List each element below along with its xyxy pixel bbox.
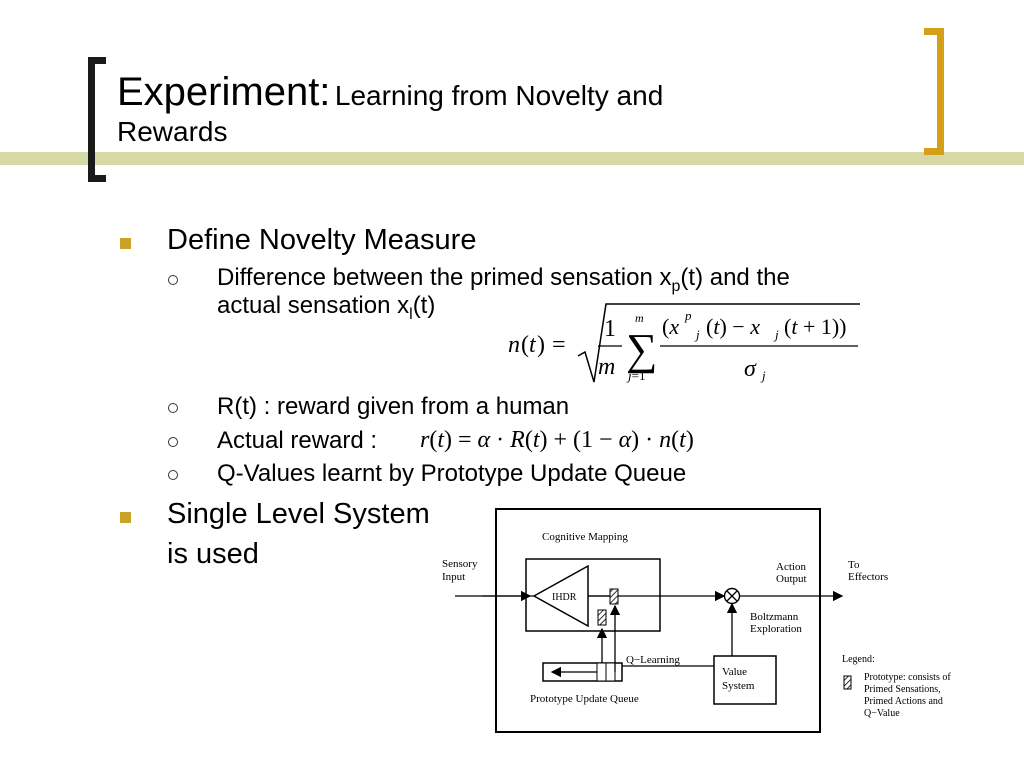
label-sensory-1: Sensory (442, 558, 478, 570)
svg-text:j: j (760, 368, 766, 383)
sub-text: (t) and the (680, 264, 790, 291)
svg-text:t: t (529, 332, 537, 358)
title-sub-line2: Rewards (117, 116, 228, 147)
legend-title: Legend: (842, 654, 875, 665)
sub-bullet-qvalues: Q-Values learnt by Prototype Update Queu… (217, 460, 687, 487)
bullet-circle-icon (168, 403, 178, 413)
label-q-learning: Q−Learning (626, 654, 680, 666)
label-action-1: Action (776, 561, 806, 573)
svg-text:): ) (537, 332, 545, 358)
legend-line-4: Q−Value (864, 708, 900, 719)
bullet-square-icon (120, 238, 131, 249)
slide-title: Experiment: Learning from Novelty and Re… (117, 72, 897, 146)
label-cognitive-mapping: Cognitive Mapping (542, 531, 628, 543)
svg-text:p: p (684, 308, 692, 323)
sub-text: Difference between the primed sensation … (217, 264, 672, 291)
svg-text:m: m (635, 311, 644, 325)
svg-text:m: m (598, 354, 615, 380)
subscript-p: p (671, 277, 681, 295)
legend-line-1: Prototype: consists of (864, 672, 951, 683)
reward-formula: r(t) = α · R(t) + (1 − α) · n(t) (420, 427, 694, 453)
label-value: Value (722, 666, 747, 678)
title-main: Experiment: (117, 70, 331, 114)
label-prototype-update-queue: Prototype Update Queue (530, 693, 639, 705)
novelty-formula: n ( t ) = 1 m ∑ m j=1 (x p j (t) − x j (… (508, 303, 860, 383)
svg-text:(t + 1)): (t + 1)) (784, 314, 847, 339)
right-bracket (924, 28, 944, 155)
sub-bullet-difference: Difference between the primed sensation … (217, 264, 790, 296)
svg-text:(t) − x: (t) − x (706, 314, 760, 339)
legend-prototype-icon (843, 675, 852, 690)
label-effectors-1: To (848, 559, 860, 571)
bullet-circle-icon (168, 470, 178, 480)
bullet-novelty: Define Novelty Measure (167, 224, 477, 256)
legend-line-3: Primed Actions and (864, 696, 943, 707)
svg-text:(: ( (521, 332, 529, 358)
svg-text:n: n (508, 332, 520, 358)
sub-text: actual sensation x (217, 292, 410, 319)
label-sensory-2: Input (442, 571, 465, 583)
sub-text: (t) (412, 292, 436, 319)
label-boltzmann-1: Boltzmann (750, 611, 799, 623)
svg-text:(x: (x (662, 314, 679, 339)
bullet-single-level-line1: Single Level System (167, 498, 430, 530)
value-system-box (713, 655, 777, 705)
bullet-square-icon (120, 512, 131, 523)
prototype-marker-icon (597, 609, 607, 626)
label-effectors-2: Effectors (848, 571, 888, 583)
subscript-l: l (409, 305, 413, 323)
svg-text:∑: ∑ (626, 325, 657, 374)
legend-line-2: Primed Sensations, (864, 684, 941, 695)
prototype-marker-icon (609, 588, 619, 605)
label-boltzmann-2: Exploration (750, 623, 802, 635)
svg-text:1: 1 (604, 316, 616, 342)
svg-text:σ: σ (744, 356, 757, 382)
svg-text:j: j (773, 327, 779, 342)
sub-bullet-actual-reward: Actual reward : (217, 427, 378, 454)
title-stripe (0, 152, 1024, 165)
label-system: System (722, 680, 755, 692)
bullet-single-level-line2: is used (167, 538, 259, 570)
system-frame (495, 508, 821, 733)
left-bracket (88, 57, 106, 182)
svg-text:=: = (552, 332, 566, 358)
svg-text:j: j (694, 327, 700, 342)
architecture-diagram: Cognitive Mapping Sensory Input IHDR Act… (442, 508, 951, 733)
label-ihdr: IHDR (552, 592, 577, 603)
svg-text:j=1: j=1 (626, 368, 645, 383)
title-sub-line1: Learning from Novelty and (334, 80, 664, 111)
sub-bullet-difference-line2: actual sensation xl(t) (217, 292, 435, 324)
bullet-circle-icon (168, 437, 178, 447)
label-action-2: Output (776, 573, 807, 585)
bullet-circle-icon (168, 275, 178, 285)
sub-bullet-reward: R(t) : reward given from a human (217, 393, 570, 420)
